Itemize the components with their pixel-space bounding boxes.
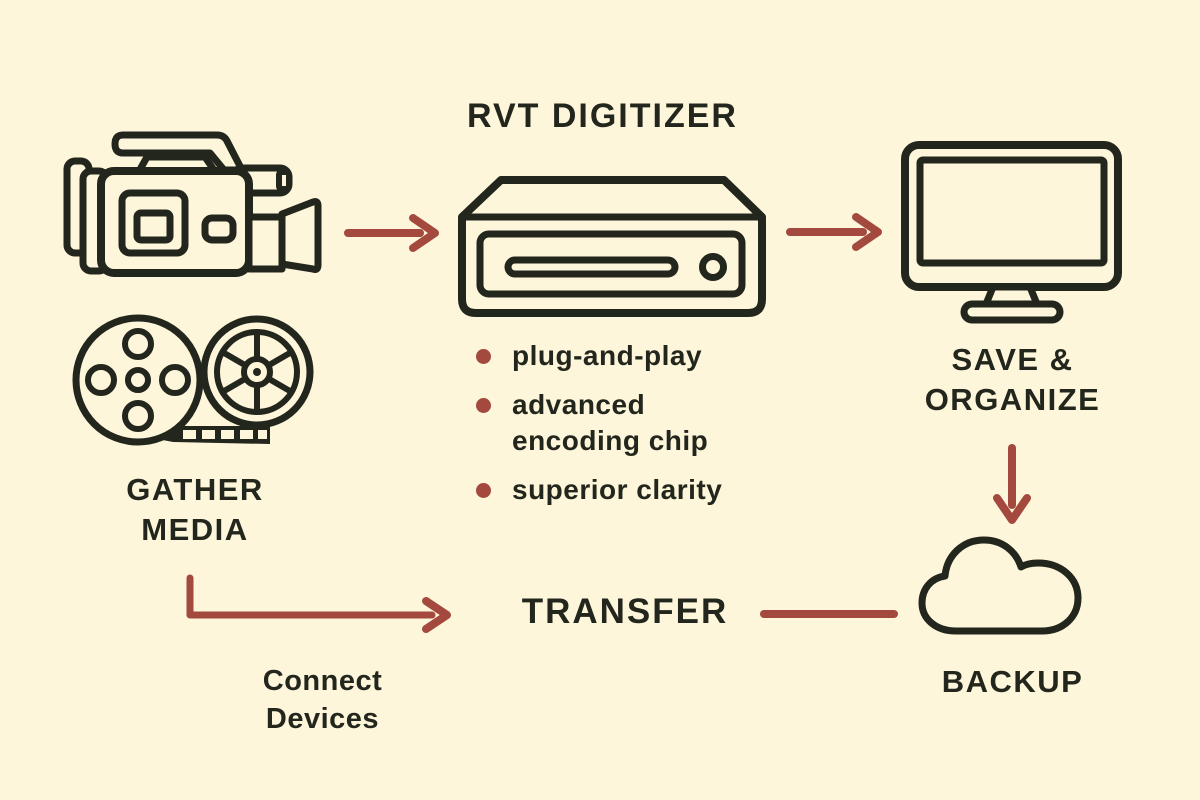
- connect-devices-line1: Connect: [262, 665, 383, 697]
- backup-label: BACKUP: [941, 664, 1084, 699]
- feature-text: advanced encoding chip: [512, 389, 709, 456]
- transfer-label: TRANSFER: [521, 592, 729, 631]
- video-camera-icon: [55, 125, 350, 285]
- connect-devices-line2: Devices: [265, 703, 380, 735]
- feature-item: advanced encoding chip: [474, 387, 749, 459]
- cloud-icon: [918, 533, 1088, 641]
- gather-media-line1: GATHER: [126, 472, 264, 507]
- gather-media-line2: MEDIA: [141, 512, 249, 547]
- feature-text: superior clarity: [512, 474, 723, 505]
- film-reels-icon: [55, 300, 325, 455]
- feature-item: plug-and-play: [474, 338, 749, 374]
- bullet-icon: [476, 483, 491, 498]
- digitizer-device-icon: [450, 168, 770, 328]
- bullet-icon: [476, 349, 491, 364]
- arrow-digitizer-to-save-icon: [786, 213, 882, 251]
- save-organize-line2: ORGANIZE: [924, 382, 1101, 417]
- connect-devices-note: Connect Devices: [230, 662, 415, 738]
- monitor-icon: [896, 138, 1128, 324]
- arrow-save-to-backup-icon: [993, 444, 1031, 524]
- page-title: RVT DIGITIZER: [467, 97, 738, 135]
- save-organize-line1: SAVE &: [951, 342, 1074, 377]
- gather-media-label: GATHER MEDIA: [75, 470, 315, 550]
- feature-item: superior clarity: [474, 472, 749, 508]
- bullet-icon: [476, 398, 491, 413]
- save-organize-label: SAVE & ORGANIZE: [895, 340, 1130, 420]
- arrow-gather-to-transfer-icon: [186, 574, 451, 633]
- arrow-gather-to-digitizer-icon: [344, 214, 439, 252]
- feature-text: plug-and-play: [512, 340, 703, 371]
- digitizer-feature-list: plug-and-play advanced encoding chip sup…: [474, 338, 754, 521]
